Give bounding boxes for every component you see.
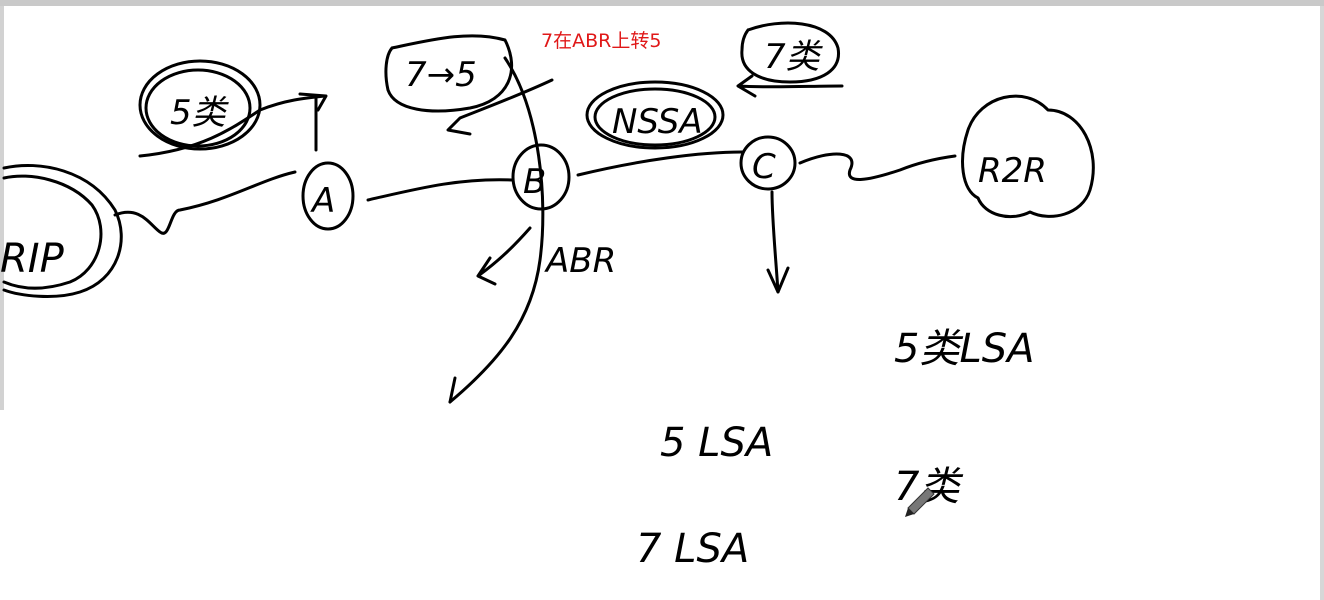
c-down-arrow [766,190,790,294]
router-a-label: A [310,181,335,221]
router-c-label: C [752,147,776,187]
link-b-c [576,150,744,177]
rip-cloud: RIP [0,164,123,298]
r2r-label: R2R [978,151,1047,191]
conversion-bubble-label: 7→5 [405,55,477,95]
router-c: C [739,135,797,191]
type7-label: 7类 [894,464,963,510]
left-scroll-edge [0,6,4,410]
nssa-bubble: NSSA [585,80,725,150]
abr-label: ABR [544,241,616,281]
type7-bubble-label: 7类 [764,37,824,77]
type5-lsa-label: 5类LSA [894,326,1035,372]
type5-bubble-label: 5类 [170,93,230,133]
nssa-label: NSSA [612,102,703,142]
window-top-bar [0,0,1324,6]
pen-cursor-icon [905,487,935,517]
diagram-caption: 7在ABR上转5 [541,30,662,52]
rip-label: RIP [0,236,65,282]
type7-bubble: 7类 [736,21,844,98]
type5-bubble: 5类 [138,59,328,158]
seven-lsa-label: 7 LSA [636,526,749,572]
right-scroll-edge [1320,6,1324,600]
link-rip-a [113,170,297,235]
link-a-b [366,178,514,202]
link-c-r2r [798,152,957,181]
conversion-bubble: 7→5 [384,34,554,404]
b-down-arrow [476,226,532,286]
five-lsa-label: 5 LSA [660,420,773,466]
router-a: A [301,161,355,231]
r2r-cloud: R2R [961,94,1095,219]
